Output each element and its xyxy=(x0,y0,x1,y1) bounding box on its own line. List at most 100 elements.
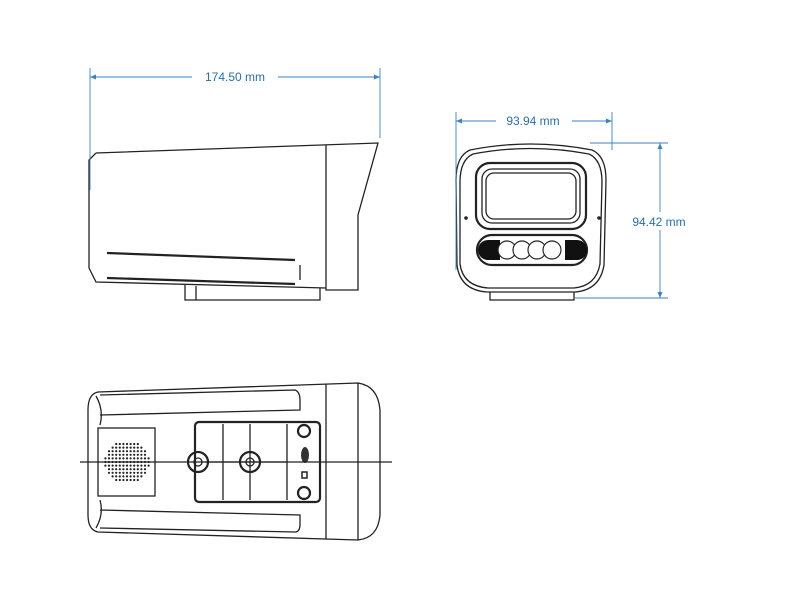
grille-hole xyxy=(107,468,111,471)
grille-hole xyxy=(118,471,121,474)
grille-hole xyxy=(136,446,139,449)
grille-hole xyxy=(143,450,147,453)
grille-hole xyxy=(129,471,132,474)
grille-hole xyxy=(111,453,114,456)
grille-hole xyxy=(115,457,118,460)
grille-hole xyxy=(115,468,118,471)
grille-hole xyxy=(140,475,143,478)
grille-hole xyxy=(147,457,150,460)
grille-hole xyxy=(122,478,125,482)
grille-hole xyxy=(111,471,114,474)
grille-hole xyxy=(118,446,121,449)
grille-hole xyxy=(104,457,107,460)
grille-hole xyxy=(118,453,121,456)
grille-hole xyxy=(140,453,143,456)
grille-hole xyxy=(143,471,147,474)
grille-hole xyxy=(122,471,125,474)
grille-hole xyxy=(136,442,139,446)
grille-hole xyxy=(115,464,118,467)
grille-hole xyxy=(111,464,114,467)
grille-hole xyxy=(107,471,111,474)
grille-hole xyxy=(125,475,129,478)
grille-hole xyxy=(125,450,129,453)
grille-hole xyxy=(136,457,139,460)
grille-hole xyxy=(118,475,121,478)
grille-hole xyxy=(129,464,132,467)
grille-hole xyxy=(140,446,143,449)
grille-hole xyxy=(118,457,121,460)
grille-hole xyxy=(129,453,132,456)
grille-hole xyxy=(118,478,121,482)
grille-hole xyxy=(136,471,139,474)
grille-hole xyxy=(136,478,139,482)
grille-hole xyxy=(140,471,143,474)
grille-hole xyxy=(125,453,129,456)
grille-hole xyxy=(140,450,143,453)
height-label: 94.42 mm xyxy=(632,215,685,229)
grille-hole xyxy=(122,450,125,453)
grille-hole xyxy=(115,453,118,456)
grille-hole xyxy=(133,442,136,446)
grille-hole xyxy=(125,446,129,449)
width-dimension: 93.94 mm xyxy=(455,112,613,270)
grille-hole xyxy=(122,442,125,446)
grille-hole xyxy=(107,453,111,456)
grille-hole xyxy=(115,478,118,482)
grille-hole xyxy=(129,475,132,478)
grille-hole xyxy=(122,446,125,449)
grille-hole xyxy=(129,478,132,482)
grille-hole xyxy=(133,457,136,460)
grille-hole xyxy=(107,464,111,467)
grille-hole xyxy=(115,442,118,446)
grille-hole xyxy=(147,464,150,467)
grille-hole xyxy=(143,457,147,460)
bottom-view xyxy=(80,382,392,541)
grille-hole xyxy=(133,450,136,453)
grille-hole xyxy=(122,468,125,471)
grille-hole xyxy=(129,457,132,460)
grille-hole xyxy=(129,446,132,449)
grille-hole xyxy=(122,457,125,460)
grille-hole xyxy=(133,468,136,471)
grille-hole xyxy=(107,450,111,453)
grille-hole xyxy=(129,468,132,471)
grille-hole xyxy=(118,468,121,471)
grille-hole xyxy=(133,475,136,478)
width-label: 93.94 mm xyxy=(506,114,559,128)
grille-hole xyxy=(133,471,136,474)
grille-hole xyxy=(129,442,132,446)
grille-hole xyxy=(111,446,114,449)
grille-hole xyxy=(115,475,118,478)
grille-hole xyxy=(118,464,121,467)
front-view xyxy=(455,143,607,301)
grille-hole xyxy=(104,464,107,467)
grille-hole xyxy=(143,453,147,456)
grille-hole xyxy=(122,475,125,478)
grille-hole xyxy=(107,457,111,460)
grille-hole xyxy=(115,471,118,474)
grille-hole xyxy=(111,450,114,453)
grille-hole xyxy=(111,475,114,478)
grille-hole xyxy=(143,468,147,471)
grille-hole xyxy=(125,464,129,467)
grille-hole xyxy=(125,478,129,482)
grille-hole xyxy=(140,468,143,471)
grille-hole xyxy=(125,471,129,474)
grille-hole xyxy=(133,478,136,482)
grille-hole xyxy=(111,468,114,471)
grille-hole xyxy=(136,468,139,471)
grille-hole xyxy=(140,457,143,460)
grille-hole xyxy=(122,453,125,456)
grille-hole xyxy=(140,464,143,467)
grille-hole xyxy=(136,475,139,478)
side-view xyxy=(88,142,379,301)
grille-hole xyxy=(125,468,129,471)
length-label: 174.50 mm xyxy=(205,70,265,84)
grille-hole xyxy=(125,457,129,460)
grille-hole xyxy=(125,442,129,446)
grille-hole xyxy=(129,450,132,453)
grille-hole xyxy=(118,442,121,446)
length-dimension: 174.50 mm xyxy=(89,68,381,190)
height-dimension: 94.42 mm xyxy=(574,142,686,299)
